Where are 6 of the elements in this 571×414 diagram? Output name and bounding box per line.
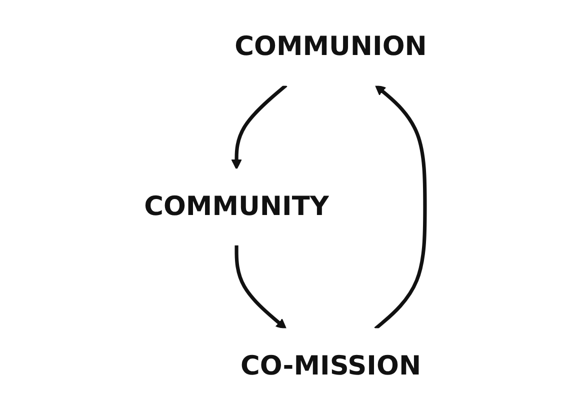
node-text: CO-MISSION — [240, 352, 422, 382]
node-text: COMMUNION — [234, 32, 427, 62]
arrow — [231, 84, 288, 170]
node-text: COMMUNITY — [144, 192, 329, 222]
arrow — [374, 84, 427, 330]
arrow — [234, 244, 287, 330]
